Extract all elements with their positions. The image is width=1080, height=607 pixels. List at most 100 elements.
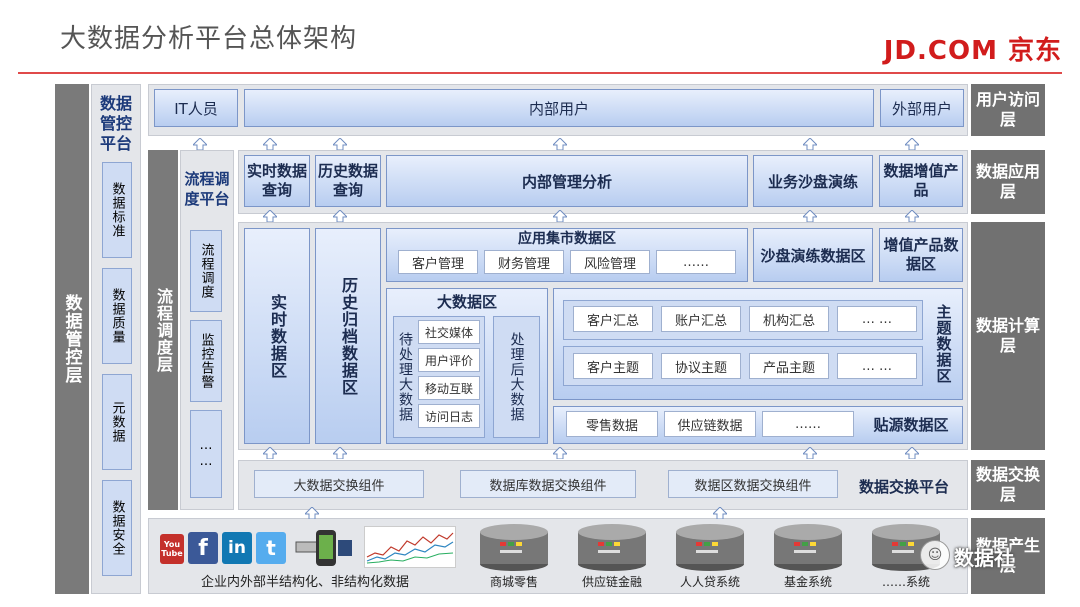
app-mart-title: 应用集市数据区 xyxy=(518,231,616,247)
mart-item[interactable]: 财务管理 xyxy=(484,250,564,274)
pending-big-data-label: 待处理大数据 xyxy=(395,318,415,436)
layer-exchange: 数据交换层 xyxy=(971,460,1045,510)
governance-item[interactable]: 数据质量 xyxy=(102,268,132,364)
governance-item-label: 数据质量 xyxy=(109,288,125,344)
source-zone-label: 贴源数据区 xyxy=(873,415,949,434)
brand-logo: JD.COM 京东 xyxy=(883,36,1062,66)
mart-item[interactable]: …… xyxy=(656,250,736,274)
governance-item[interactable]: 元数据 xyxy=(102,374,132,470)
linkedin-icon: in xyxy=(222,532,252,564)
layer-produce: 数据产生层 xyxy=(971,518,1045,594)
wechat-icon: ☺ xyxy=(920,540,950,570)
big-data-title: 大数据区 xyxy=(436,292,497,311)
user-it[interactable]: IT人员 xyxy=(154,89,238,127)
pending-item[interactable]: 移动互联 xyxy=(418,376,480,400)
up-arrow-icon xyxy=(905,138,919,150)
governance-item[interactable]: 数据标准 xyxy=(102,162,132,258)
system-caption: 商城零售 xyxy=(489,574,538,589)
exchange-component[interactable]: 数据区数据交换组件 xyxy=(668,470,838,498)
up-arrow-icon xyxy=(803,210,817,222)
up-arrow-icon xyxy=(333,447,347,459)
topic-item[interactable]: … … xyxy=(837,306,917,332)
system-caption: 基金系统 xyxy=(783,574,832,589)
processed-label-text: 处理后大数据 xyxy=(508,332,525,422)
realtime-data-zone[interactable]: 实时数据区 xyxy=(244,228,310,444)
governance-layer-label: 数据管控层 xyxy=(61,294,82,384)
topic-item[interactable]: … … xyxy=(837,353,917,379)
user-internal[interactable]: 内部用户 xyxy=(244,89,874,127)
up-arrow-icon xyxy=(803,138,817,150)
mart-item[interactable]: 风险管理 xyxy=(570,250,650,274)
flow-item-label: …… xyxy=(198,438,214,470)
system-caption: 人人贷系统 xyxy=(679,574,740,589)
database-icon xyxy=(576,522,648,578)
app-value-added[interactable]: 数据增值产品 xyxy=(879,155,963,207)
page-title: 大数据分析平台总体架构 xyxy=(60,24,358,54)
history-data-zone[interactable]: 历史归档数据区 xyxy=(315,228,381,444)
database-icon xyxy=(772,522,844,578)
source-item[interactable]: 供应链数据 xyxy=(664,411,756,437)
flow-item[interactable]: …… xyxy=(190,410,222,498)
watermark-text: 数据社 xyxy=(954,546,1014,570)
up-arrow-icon xyxy=(905,447,919,459)
header-divider xyxy=(18,72,1062,74)
source-item[interactable]: …… xyxy=(762,411,854,437)
pending-item[interactable]: 用户评价 xyxy=(418,348,480,372)
database-icon xyxy=(674,522,746,578)
topic-item[interactable]: 客户主题 xyxy=(573,353,653,379)
governance-item[interactable]: 数据安全 xyxy=(102,480,132,576)
realtime-zone-label: 实时数据区 xyxy=(268,293,287,379)
topic-zone-label-text: 主题数据区 xyxy=(934,304,953,384)
flow-item-label: 监控告警 xyxy=(198,333,214,389)
up-arrow-icon xyxy=(263,138,277,150)
flow-item-label: 流程调度 xyxy=(198,243,214,299)
governance-platform-title: 数据管控平台 xyxy=(99,94,132,153)
app-internal-mgmt[interactable]: 内部管理分析 xyxy=(386,155,748,207)
layer-app: 数据应用层 xyxy=(971,150,1045,214)
topic-item[interactable]: 客户汇总 xyxy=(573,306,653,332)
exchange-component[interactable]: 数据库数据交换组件 xyxy=(460,470,636,498)
processed-big-data[interactable]: 处理后大数据 xyxy=(493,316,540,438)
app-history-query[interactable]: 历史数据查询 xyxy=(315,155,381,207)
exchange-component[interactable]: 大数据交换组件 xyxy=(254,470,424,498)
database-icon xyxy=(478,522,550,578)
pending-item[interactable]: 社交媒体 xyxy=(418,320,480,344)
up-arrow-icon xyxy=(305,507,319,519)
semi-structured-data-caption: 企业内外部半结构化、非结构化数据 xyxy=(200,574,409,590)
sandbox-data-zone[interactable]: 沙盘演练数据区 xyxy=(753,228,873,282)
up-arrow-icon xyxy=(333,210,347,222)
topic-item[interactable]: 产品主题 xyxy=(749,353,829,379)
twitter-icon: t xyxy=(256,532,286,564)
up-arrow-icon xyxy=(193,138,207,150)
system-caption: ……系统 xyxy=(881,574,930,589)
data-governance-layer: 数据管控层 xyxy=(55,84,89,594)
governance-item-label: 数据标准 xyxy=(109,182,125,238)
source-item[interactable]: 零售数据 xyxy=(566,411,658,437)
system-caption: 供应链金融 xyxy=(581,574,642,589)
user-external[interactable]: 外部用户 xyxy=(880,89,964,127)
youtube-icon: You Tube xyxy=(160,534,184,564)
app-realtime-query[interactable]: 实时数据查询 xyxy=(244,155,310,207)
up-arrow-icon xyxy=(263,210,277,222)
flow-item[interactable]: 流程调度 xyxy=(190,230,222,312)
up-arrow-icon xyxy=(333,138,347,150)
mobile-device-icon xyxy=(294,528,354,568)
up-arrow-icon xyxy=(263,447,277,459)
topic-item[interactable]: 账户汇总 xyxy=(661,306,741,332)
history-zone-label: 历史归档数据区 xyxy=(339,276,358,396)
topic-item[interactable]: 协议主题 xyxy=(661,353,741,379)
topic-zone-label: 主题数据区 xyxy=(928,292,960,396)
up-arrow-icon xyxy=(905,210,919,222)
value-added-data-zone[interactable]: 增值产品数据区 xyxy=(879,228,963,282)
flow-platform-title: 流程调度平台 xyxy=(184,170,230,208)
mart-item[interactable]: 客户管理 xyxy=(398,250,478,274)
up-arrow-icon xyxy=(803,447,817,459)
governance-item-label: 元数据 xyxy=(109,401,125,443)
topic-item[interactable]: 机构汇总 xyxy=(749,306,829,332)
up-arrow-icon xyxy=(553,138,567,150)
up-arrow-icon xyxy=(553,447,567,459)
up-arrow-icon xyxy=(553,210,567,222)
app-sandbox[interactable]: 业务沙盘演练 xyxy=(753,155,873,207)
pending-item[interactable]: 访问日志 xyxy=(418,404,480,428)
flow-item[interactable]: 监控告警 xyxy=(190,320,222,402)
